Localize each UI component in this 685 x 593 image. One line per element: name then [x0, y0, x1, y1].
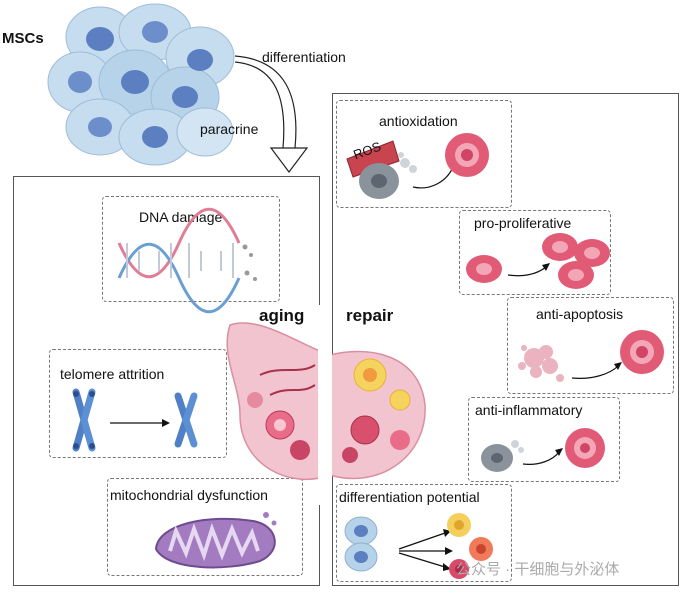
- msc-cell-group: [47, 3, 235, 166]
- arrow-curve-icon: [571, 362, 622, 379]
- pro-proliferative-label: pro-proliferative: [474, 215, 572, 231]
- anti-apoptosis-box: anti-apoptosis: [507, 297, 674, 394]
- telomere-attrition-box: telomere attrition: [49, 349, 227, 458]
- differentiation-potential-box: differentiation potential: [336, 484, 512, 582]
- arrow-curve-icon: [522, 448, 563, 465]
- arrow-curve-icon: [507, 263, 550, 277]
- watermark-text: 公众号 · 干细胞与外泌体: [456, 561, 620, 578]
- ovary-illustration: [226, 305, 426, 505]
- arrow-right-icon: [110, 419, 170, 427]
- ros-flag-icon: [346, 140, 400, 178]
- differentiation-potential-label: differentiation potential: [339, 489, 480, 505]
- flow-arrow: [234, 55, 309, 173]
- proliferating-cells-icon: [542, 233, 610, 289]
- damaged-cell-icon: [359, 152, 417, 199]
- healthy-cell-icon: [565, 428, 605, 468]
- repair-label: repair: [346, 306, 394, 325]
- chromosome-short-icon: [174, 392, 198, 448]
- mitochondria-icon: [154, 512, 277, 569]
- paracrine-label: paracrine: [200, 121, 259, 137]
- anti-apoptosis-label: anti-apoptosis: [536, 306, 624, 322]
- healthy-cell-icon: [445, 133, 489, 177]
- pro-proliferative-box: pro-proliferative: [459, 210, 611, 295]
- anti-inflammatory-box: anti-inflammatory: [468, 397, 620, 482]
- differentiated-cells-icon: [447, 513, 493, 579]
- dna-helix-icon: [117, 208, 257, 313]
- single-cell-icon: [466, 255, 502, 283]
- dna-damage-box: DNA damage: [102, 196, 280, 313]
- mitochondrial-dysfunction-label: mitochondrial dysfunction: [110, 487, 268, 503]
- dna-damage-label: DNA damage: [139, 209, 223, 225]
- healthy-cell-icon: [620, 330, 664, 374]
- mitochondrial-dysfunction-box: mitochondrial dysfunction: [107, 478, 303, 576]
- antioxidation-box: antioxidation ROS: [336, 100, 512, 208]
- antioxidation-label: antioxidation: [379, 113, 458, 129]
- anti-inflammatory-label: anti-inflammatory: [475, 402, 583, 418]
- stem-cell-icon: [344, 516, 378, 572]
- apoptotic-cell-icon: [518, 345, 564, 382]
- inflamed-cell-icon: [481, 440, 524, 472]
- aging-label: aging: [259, 306, 305, 325]
- telomere-attrition-label: telomere attrition: [60, 366, 165, 382]
- msc-label: MSCs: [2, 30, 44, 47]
- msc-cluster: [47, 3, 235, 166]
- chromosome-long-icon: [72, 388, 96, 452]
- differentiation-label: differentiation: [262, 49, 346, 65]
